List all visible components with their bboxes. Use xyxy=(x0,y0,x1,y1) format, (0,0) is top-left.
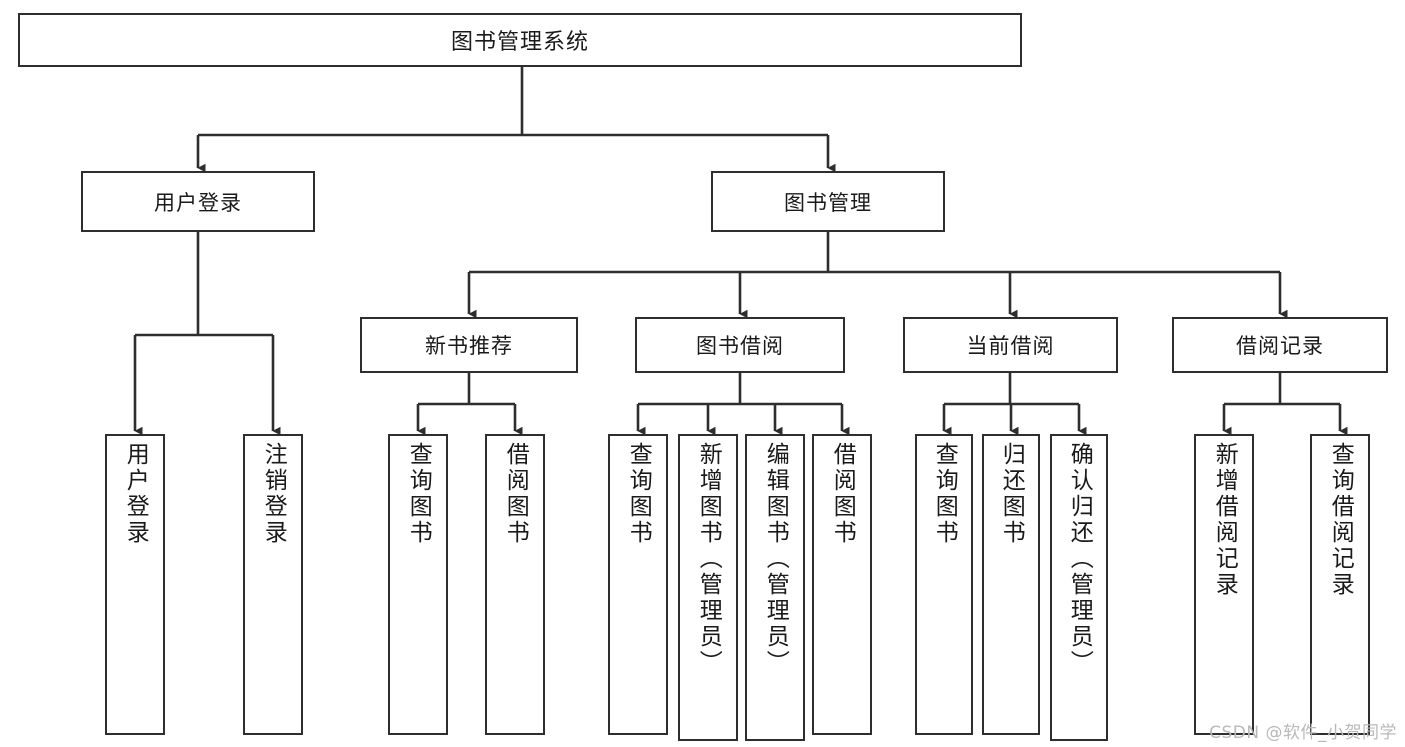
node-root[interactable]: 图书管理系统 xyxy=(18,13,1022,67)
node-user-login[interactable]: 用户登录 xyxy=(81,171,315,232)
node-label-current-borrow: 当前借阅 xyxy=(966,334,1055,358)
watermark-text: CSDN @软件_小贺同学 xyxy=(1209,723,1397,743)
node-label-leaf-edit-book: 编辑图书（管理员） xyxy=(762,442,789,676)
node-leaf-return-book[interactable]: 归还图书 xyxy=(982,434,1040,735)
node-label-leaf-add-book: 新增图书（管理员） xyxy=(695,442,722,676)
node-label-leaf-query-record: 查询借阅记录 xyxy=(1327,442,1354,598)
node-leaf-query-record[interactable]: 查询借阅记录 xyxy=(1310,434,1370,735)
node-label-leaf-return-book: 归还图书 xyxy=(998,442,1025,546)
node-label-leaf-query-book-borrow: 查询图书 xyxy=(625,442,652,546)
node-label-user-login: 用户登录 xyxy=(154,190,242,215)
node-label-borrow-record: 借阅记录 xyxy=(1236,334,1324,358)
node-label-leaf-query-book-cur: 查询图书 xyxy=(931,442,958,546)
node-leaf-query-book-borrow[interactable]: 查询图书 xyxy=(608,434,668,735)
node-leaf-borrow-book-rec[interactable]: 借阅图书 xyxy=(485,434,545,735)
node-book-borrow[interactable]: 图书借阅 xyxy=(635,317,845,373)
node-label-book-admin: 图书管理 xyxy=(784,190,872,215)
node-label-root: 图书管理系统 xyxy=(450,30,589,55)
node-leaf-user-logout[interactable]: 注销登录 xyxy=(243,434,303,735)
node-new-book-rec[interactable]: 新书推荐 xyxy=(360,317,578,373)
node-leaf-add-record[interactable]: 新增借阅记录 xyxy=(1194,434,1254,735)
node-label-leaf-query-book-rec: 查询图书 xyxy=(405,442,432,546)
node-label-leaf-confirm-return: 确认归还（管理员） xyxy=(1066,442,1093,676)
node-leaf-add-book[interactable]: 新增图书（管理员） xyxy=(678,434,738,741)
node-label-new-book-rec: 新书推荐 xyxy=(425,334,513,358)
node-current-borrow[interactable]: 当前借阅 xyxy=(903,317,1118,373)
node-leaf-confirm-return[interactable]: 确认归还（管理员） xyxy=(1050,434,1108,741)
node-leaf-query-book-rec[interactable]: 查询图书 xyxy=(388,434,448,735)
node-book-admin[interactable]: 图书管理 xyxy=(711,171,945,232)
node-label-leaf-user-logout: 注销登录 xyxy=(260,442,287,546)
node-label-leaf-user-login: 用户登录 xyxy=(122,442,149,546)
edge-paths xyxy=(133,67,1348,436)
node-leaf-query-book-cur[interactable]: 查询图书 xyxy=(915,434,973,735)
node-label-leaf-add-record: 新增借阅记录 xyxy=(1211,442,1238,598)
node-borrow-record[interactable]: 借阅记录 xyxy=(1172,317,1388,373)
node-label-leaf-borrow-book: 借阅图书 xyxy=(829,442,856,546)
node-leaf-user-login[interactable]: 用户登录 xyxy=(105,434,165,735)
node-leaf-borrow-book[interactable]: 借阅图书 xyxy=(812,434,872,735)
node-label-leaf-borrow-book-rec: 借阅图书 xyxy=(502,442,529,546)
node-leaf-edit-book[interactable]: 编辑图书（管理员） xyxy=(745,434,805,741)
node-label-book-borrow: 图书借阅 xyxy=(696,334,784,358)
